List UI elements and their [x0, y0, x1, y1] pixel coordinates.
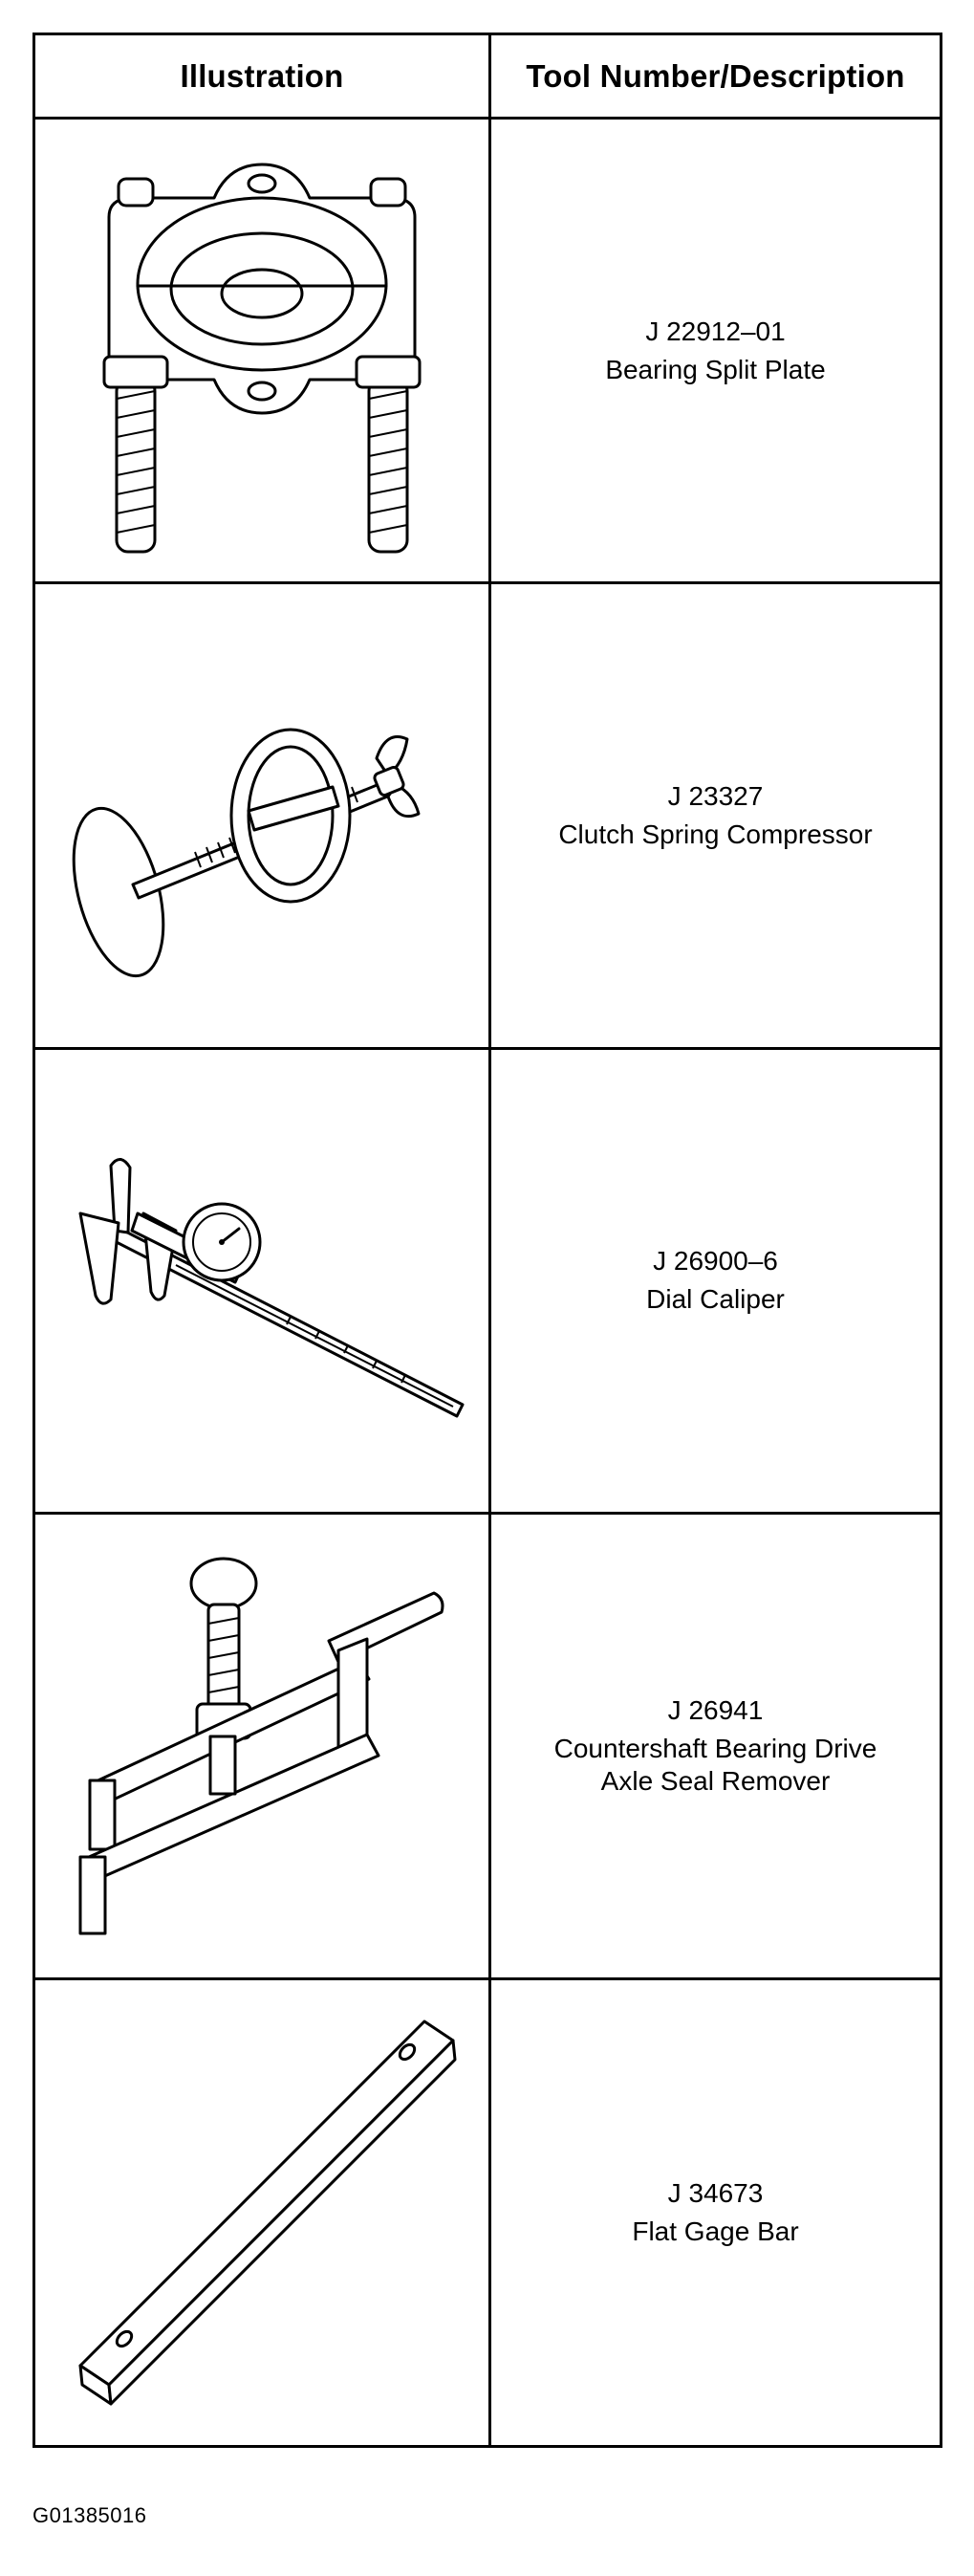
tool-description: Dial Caliper	[646, 1284, 785, 1315]
illustration-cell	[35, 120, 491, 585]
header-tool-description: Tool Number/Description	[491, 35, 940, 120]
tool-number: J 26900–6	[653, 1246, 778, 1277]
clutch-spring-compressor-icon	[72, 728, 421, 978]
tool-description-cell: J 26900–6 Dial Caliper	[491, 1050, 940, 1516]
tool-description-cell: J 23327 Clutch Spring Compressor	[491, 584, 940, 1050]
tool-description: Clutch Spring Compressor	[558, 819, 873, 850]
header-illustration: Illustration	[35, 35, 491, 120]
countershaft-bearing-drive-icon	[78, 1557, 444, 1935]
bearing-split-plate-icon	[102, 163, 422, 554]
tool-description-cell: J 34673 Flat Gage Bar	[491, 1980, 940, 2445]
flat-gage-bar-icon	[78, 2019, 457, 2406]
tool-description-line-2: Axle Seal Remover	[600, 1765, 831, 1796]
tool-number: J 23327	[667, 781, 764, 812]
tool-description-cell: J 22912–01 Bearing Split Plate	[491, 120, 940, 585]
illustration-cell	[35, 1515, 491, 1980]
illustration-cell	[35, 1979, 491, 2445]
illustration-cell	[35, 1049, 491, 1516]
dial-caliper-icon	[78, 1158, 465, 1418]
tool-table: Illustration Tool Number/Description	[32, 33, 942, 2448]
tool-description: Flat Gage Bar	[632, 2216, 799, 2246]
illustration-cell	[35, 584, 491, 1050]
tool-number: J 34673	[667, 2177, 764, 2208]
tool-description-line-1: Countershaft Bearing Drive	[553, 1733, 877, 1763]
tool-description: Bearing Split Plate	[605, 354, 826, 384]
figure-id: G01385016	[32, 2503, 147, 2527]
tool-number: J 22912–01	[645, 316, 786, 346]
tool-number: J 26941	[667, 1694, 764, 1725]
tool-description-cell: J 26941 Countershaft Bearing Drive Axle …	[491, 1515, 940, 1980]
